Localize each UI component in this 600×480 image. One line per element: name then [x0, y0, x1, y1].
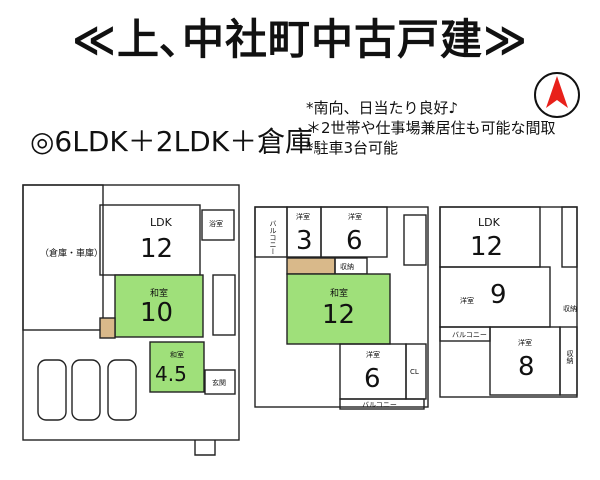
f1-bath-label: 浴室 [209, 220, 223, 228]
f2-wood [286, 257, 336, 275]
f3-room-b-label: 洋室 [518, 339, 532, 347]
car-3 [107, 359, 137, 421]
f1-stairs [212, 274, 236, 336]
f1-washitsu45 [149, 341, 205, 393]
f2-storage-label: 収納 [340, 263, 354, 271]
f1-ldk-size: 12 [140, 234, 174, 264]
f2-washitsu-label: 和室 [330, 289, 349, 299]
f3-room-b-size: 8 [518, 352, 535, 382]
f2-room-a-size: 3 [296, 226, 313, 256]
f2-room-a-label: 洋室 [296, 213, 310, 221]
f3-ldk-label: LDK [478, 216, 500, 229]
f1-washitsu1-size: 10 [140, 298, 174, 328]
north-arrow-icon [532, 70, 582, 120]
f1-washitsu10 [114, 274, 204, 338]
f2-room6a [320, 206, 388, 258]
f2-cl-label: CL [410, 368, 419, 376]
f1-entrance-label: 玄関 [212, 379, 226, 387]
f1-gate [194, 440, 216, 456]
car-1 [37, 359, 67, 421]
f2-room-b-label: 洋室 [348, 213, 362, 221]
f3-ldk-size: 12 [470, 232, 504, 262]
f2-room-b-size: 6 [346, 226, 363, 256]
layout-summary: ◎6LDK＋2LDK＋倉庫 [30, 125, 314, 158]
f3-room-a-size: 9 [490, 280, 507, 310]
f2-room-c-size: 6 [364, 364, 381, 394]
f3-balcony-label: バルコニー [452, 331, 487, 339]
f3-storage2 [559, 326, 578, 396]
f3-storage-label: 収納 [563, 305, 577, 313]
f3-room-a-label: 洋室 [460, 297, 474, 305]
f2-washitsu [286, 273, 391, 345]
f2-room-c-label: 洋室 [366, 351, 380, 359]
f1-washitsu2-size: 4.5 [155, 362, 187, 386]
f1-entrance [204, 369, 236, 395]
f1-wood [99, 317, 116, 339]
note-3: *駐車3台可能 [306, 139, 399, 157]
f2-balcony-label: バルコニー [269, 220, 277, 255]
car-2 [71, 359, 101, 421]
f1-washitsu2-label: 和室 [170, 351, 184, 359]
f3-stairs [561, 206, 578, 268]
feature-notes: *南向、日当たり良好♪ ＊2世帯や仕事場兼居住も可能な間取 *駐車3台可能 [306, 98, 556, 158]
f1-garage-label: （倉庫・車庫） [40, 249, 104, 259]
note-2: ＊2世帯や仕事場兼居住も可能な間取 [306, 119, 556, 137]
listing-title: ≪上､中社町中古戸建≫ [72, 15, 528, 64]
f3-balcony [439, 326, 491, 342]
f2-balcony2 [339, 398, 425, 410]
note-1: *南向、日当たり良好♪ [306, 99, 459, 117]
f2-washitsu-size: 12 [322, 300, 356, 330]
f1-washitsu1-label: 和室 [150, 289, 169, 299]
f2-stairs [403, 214, 427, 266]
f3-storage2-label: 収納 [566, 350, 574, 364]
f1-garage [22, 184, 104, 331]
f1-ldk-label: LDK [150, 216, 172, 229]
f1-bath [201, 209, 235, 241]
f2-balcony2-label: バルコニー [362, 401, 397, 409]
